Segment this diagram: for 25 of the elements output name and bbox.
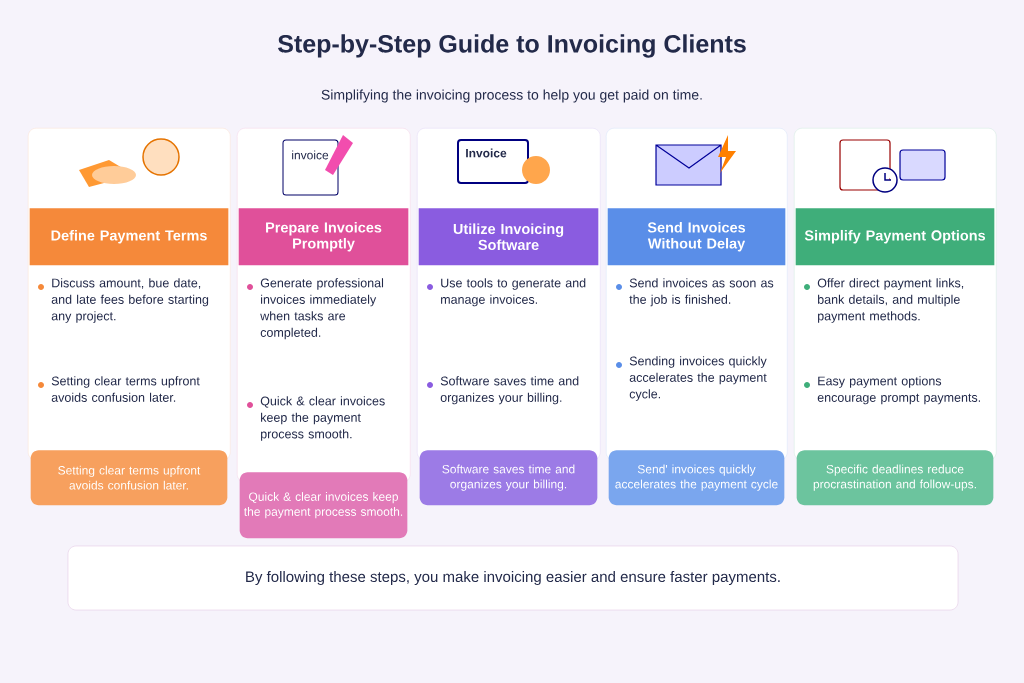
card-header: Define Payment Terms [29,208,229,266]
bullet-text: Quick & clear invoices keep the payment process smooth. [260,396,385,441]
bullet-text: Offer direct payment links, bank details, and multiple payment methods. [817,278,964,323]
icon-text: Invoice [466,148,507,158]
summary-box: By following these steps, you make invoicing easier and ensure faster payments. [67,545,959,611]
footer-band: Setting clear terms upfront avoids confusion later. [30,450,228,506]
footer-band: Quick & clear invoices keep the payment process smooth. [239,472,408,539]
bullet-text: Generate professional invoices immediately when tasks are completed. [260,278,384,340]
bullet-text: Setting clear terms upfront avoids confusion later. [51,376,200,402]
title: Step-by-Step Guide to Invoicing Clients [278,34,746,58]
card-header: Prepare Invoices Promptly [238,208,409,266]
footer-band: Send' invoices quickly accelerates the payment cycle [608,450,785,506]
card-header: Simplify Payment Options [795,208,995,266]
card-header: Send Invoices Without Delay [607,208,786,266]
footer-band: Specific deadlines reduce procrastination and follow-ups. [796,450,994,506]
subtitle: Simplifying the invoicing process to help you get paid on time. [321,89,702,103]
footer-band: Software saves time and organizes your billing. [419,450,598,506]
icon-text: invoice [292,150,329,160]
bullet-text: Sending invoices quickly accelerates the payment cycle. [629,356,767,401]
card-header: Utilize Invoicing Software [418,208,599,266]
bullet-text: Use tools to generate and manage invoices. [441,278,586,307]
bullet-text: Software saves time and organizes your billing. [440,376,579,405]
bullet-text: Send invoices as soon as the job is finished. [629,278,774,307]
bullet-text: Discuss amount, bue date, and late fees before starting any project. [51,278,209,323]
bullet-text: Easy payment options encourage prompt payments. [817,376,980,405]
